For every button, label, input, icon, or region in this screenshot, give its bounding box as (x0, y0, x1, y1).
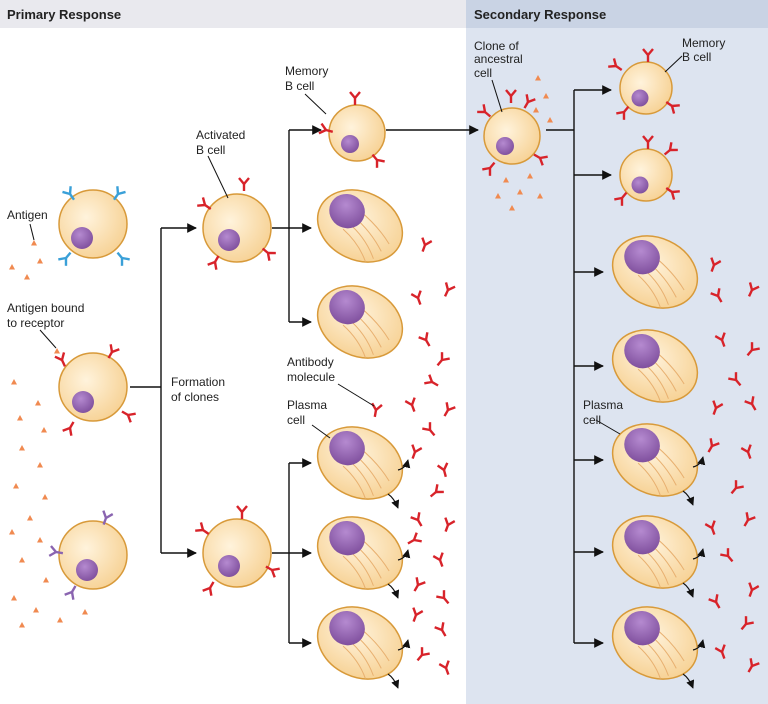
secretion-arrows (387, 456, 706, 689)
secondary-header-bar (466, 0, 768, 28)
primary-header-bar (0, 0, 466, 28)
clone-label-line3: cell (474, 66, 492, 80)
naive-b-cell-purple (48, 509, 128, 601)
primary-response-title: Primary Response (7, 7, 121, 22)
clone-label-line2: ancestral (474, 52, 523, 66)
memory-b-cell-secondary-1 (607, 47, 681, 122)
memory2-label-line1: Memory (682, 36, 725, 50)
plasma-label-line2: cell (287, 413, 305, 427)
leader-lines (29, 55, 683, 439)
formation-label-line1: Formation (171, 375, 225, 389)
antibody-label-line2: molecule (287, 370, 335, 384)
naive-b-cell-red (53, 343, 137, 437)
memory-b-cell-secondary-2 (613, 134, 681, 208)
activated-label-line2: B cell (196, 143, 225, 157)
activated-b-cell-clone (194, 504, 281, 597)
antibody-label-line1: Antibody (287, 355, 334, 369)
connector-lines (130, 85, 612, 648)
antigen-bound-label-line1: Antigen bound (7, 301, 84, 315)
antigen-label: Antigen (7, 208, 48, 222)
plasma-label-line1: Plasma (287, 398, 327, 412)
memory-label-line1: Memory (285, 64, 328, 78)
antigen-bound-label-line2: to receptor (7, 316, 64, 330)
activated-b-cell (196, 176, 278, 271)
naive-b-cell-blue (57, 185, 131, 268)
activated-label-line1: Activated (196, 128, 245, 142)
clone-label-line1: Clone of (474, 39, 519, 53)
memory2-label-line2: B cell (682, 50, 711, 64)
clone-ancestral-cell (475, 88, 549, 178)
memory-b-cell (317, 90, 386, 170)
formation-label-line2: of clones (171, 390, 219, 404)
memory-label-line2: B cell (285, 79, 314, 93)
plasma2-label-line1: Plasma (583, 398, 623, 412)
secondary-response-title: Secondary Response (474, 7, 606, 22)
plasma2-label-line2: cell (583, 413, 601, 427)
